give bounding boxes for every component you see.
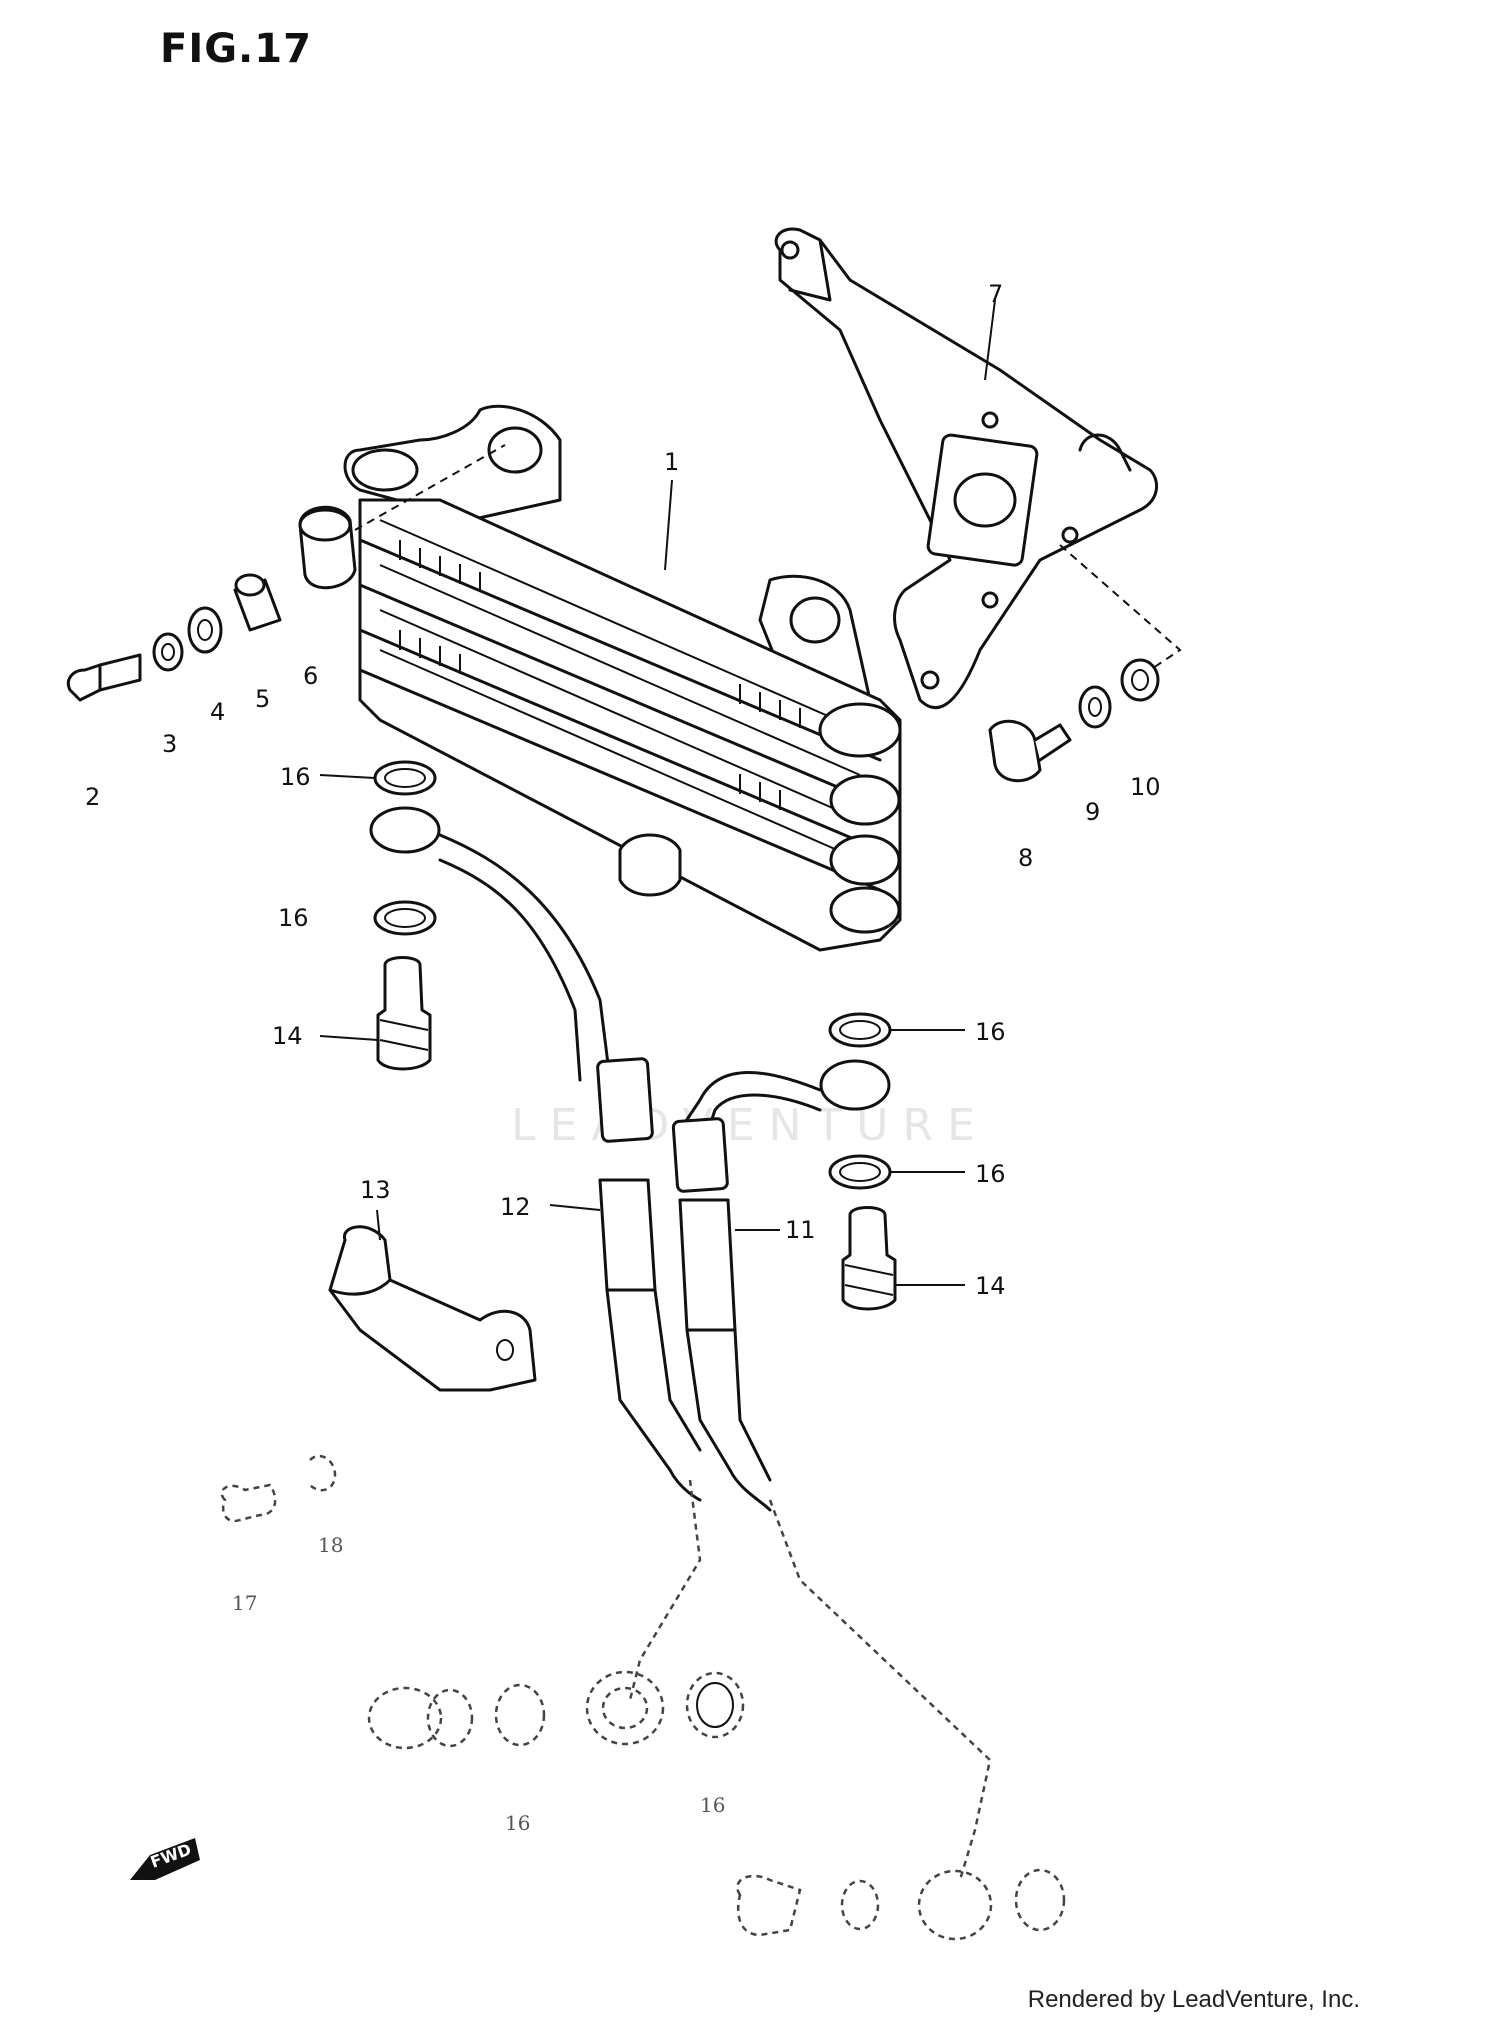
cooler-bracket[interactable] [774, 227, 1159, 710]
washer-4[interactable] [187, 606, 223, 654]
callout-16-b: 16 [278, 904, 309, 932]
footer-credit: Rendered by LeadVenture, Inc. [1027, 1986, 1360, 2013]
oil-hose-11[interactable] [671, 1059, 891, 1482]
callout-14-left: 14 [272, 1022, 303, 1050]
callout-5: 5 [255, 685, 270, 713]
callout-3: 3 [162, 730, 177, 758]
callout-10: 10 [1130, 773, 1161, 801]
callout-2: 2 [85, 783, 100, 811]
callout-13: 13 [360, 1176, 391, 1204]
callout-12: 12 [500, 1193, 531, 1221]
seal-16c[interactable] [828, 1012, 892, 1048]
callout-16-e: 16 [505, 1811, 530, 1835]
callout-16-d: 16 [975, 1160, 1006, 1188]
washer-3[interactable] [152, 632, 184, 672]
collar-5[interactable] [233, 573, 282, 632]
seal-16a[interactable] [373, 760, 437, 796]
oil-cooler[interactable] [343, 404, 902, 952]
callout-17: 17 [232, 1591, 257, 1615]
cushion-6[interactable] [298, 505, 357, 590]
union-bolt-15-lower[interactable] [367, 1686, 474, 1750]
fwd-arrow-icon: FWD [130, 1838, 200, 1880]
grommet-17[interactable] [220, 1483, 277, 1523]
figure-title: FIG.17 [160, 26, 312, 72]
callout-18: 18 [318, 1533, 343, 1557]
seal-16b[interactable] [373, 900, 437, 936]
lower-right-fittings[interactable] [736, 1868, 1066, 1941]
hose-11-lower [768, 1499, 992, 1881]
bolt-8[interactable] [988, 719, 1072, 783]
hose-lower-sleeves [668, 1468, 772, 1512]
oil-hose-12[interactable] [369, 806, 702, 1472]
callout-16-a: 16 [280, 763, 311, 791]
watermark: LEADVENTURE [511, 1100, 989, 1151]
grommet-18[interactable] [309, 1454, 337, 1492]
washer-9[interactable] [1078, 685, 1112, 729]
callout-4: 4 [210, 698, 225, 726]
callout-14-right: 14 [975, 1272, 1006, 1300]
leader-lines [319, 299, 996, 1286]
callout-16-f: 16 [700, 1793, 725, 1817]
callout-1: 1 [664, 448, 679, 476]
leader-1-left [354, 444, 506, 531]
callout-6: 6 [303, 662, 318, 690]
bolt-2[interactable] [66, 653, 142, 702]
callout-11: 11 [785, 1216, 816, 1244]
hose-12-lower [628, 1479, 702, 1701]
callout-16-c: 16 [975, 1018, 1006, 1046]
leader-bracket [1059, 544, 1182, 671]
callout-8: 8 [1018, 844, 1033, 872]
callout-9: 9 [1085, 798, 1100, 826]
hose-clamp-13[interactable] [328, 1225, 537, 1392]
seal-16d[interactable] [828, 1154, 892, 1190]
hose-end-lower-left[interactable] [585, 1670, 665, 1746]
seal-16e[interactable] [494, 1683, 546, 1747]
nut-10[interactable] [1120, 658, 1160, 702]
union-bolt-14a[interactable] [376, 956, 432, 1071]
callout-7: 7 [988, 280, 1003, 308]
seal-16f[interactable] [685, 1671, 745, 1739]
union-bolt-14b[interactable] [841, 1206, 897, 1311]
